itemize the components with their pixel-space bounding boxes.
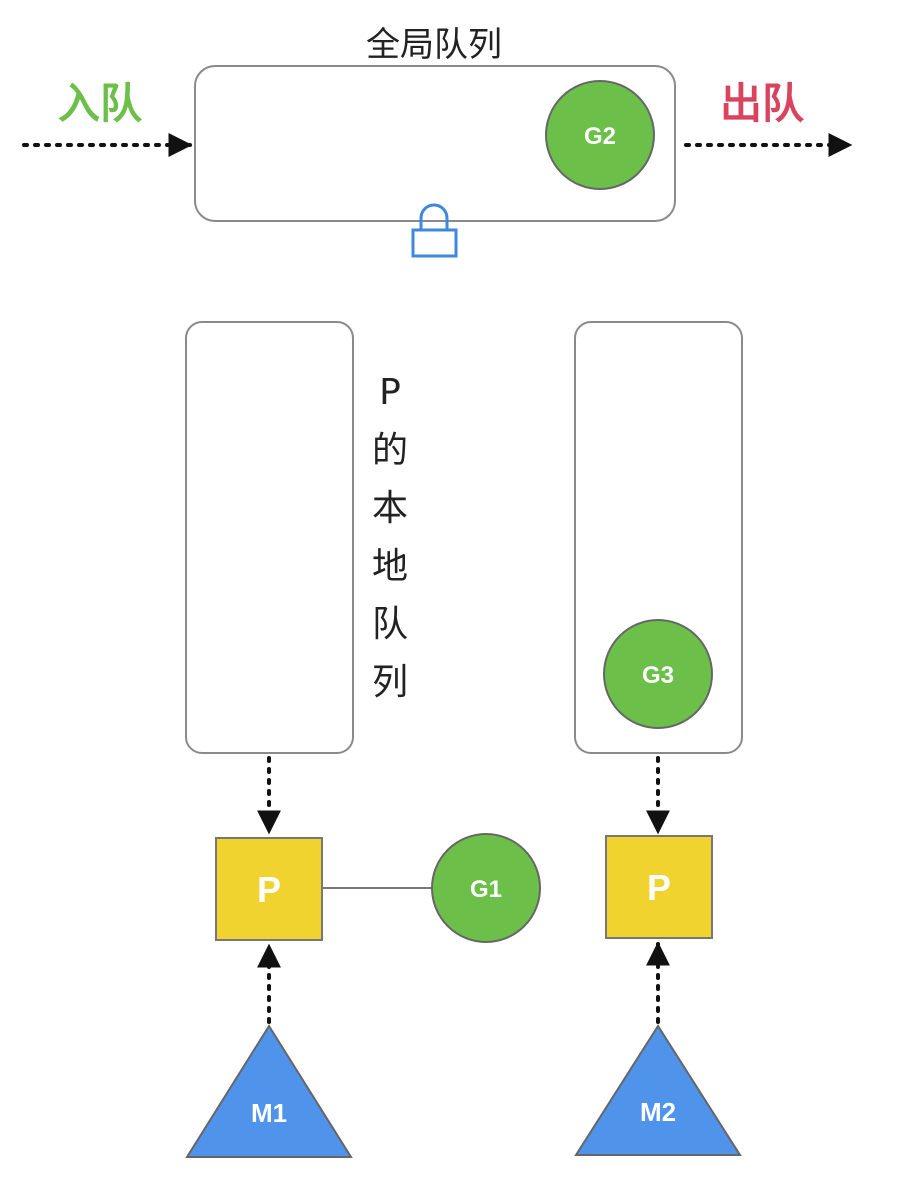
enqueue-label: 入队 — [58, 79, 143, 128]
machine-m1-label: M1 — [251, 1098, 287, 1128]
machine-m1: M1 — [185, 1024, 353, 1158]
processor-right: P — [605, 835, 713, 939]
local-queue-label-char: 的 — [372, 430, 408, 471]
dequeue-label: 出队 — [720, 79, 805, 128]
goroutine-g3-label: G3 — [642, 662, 674, 689]
goroutine-g1: G1 — [431, 833, 541, 943]
machine-m2-label: M2 — [640, 1097, 676, 1127]
local-queue-label-char: P — [379, 372, 401, 413]
processor-right-label: P — [647, 867, 671, 908]
processor-left-label: P — [257, 869, 281, 910]
local-queue-label-char: 地 — [372, 546, 408, 587]
lock-icon — [411, 203, 458, 258]
global-queue-title: 全局队列 — [366, 25, 502, 65]
machine-m2: M2 — [574, 1024, 742, 1156]
goroutine-g3: G3 — [603, 619, 713, 729]
local-queue-left — [185, 321, 354, 754]
local-queue-label-char: 本 — [372, 488, 408, 529]
local-queue-label: P 的 本 地 队 列 — [372, 372, 408, 703]
goroutine-g1-label: G1 — [470, 876, 502, 903]
local-queue-label-char: 列 — [372, 662, 408, 703]
processor-left: P — [215, 837, 323, 941]
local-queue-label-char: 队 — [372, 604, 408, 645]
goroutine-g2-label: G2 — [584, 123, 616, 150]
goroutine-g2: G2 — [545, 80, 655, 190]
